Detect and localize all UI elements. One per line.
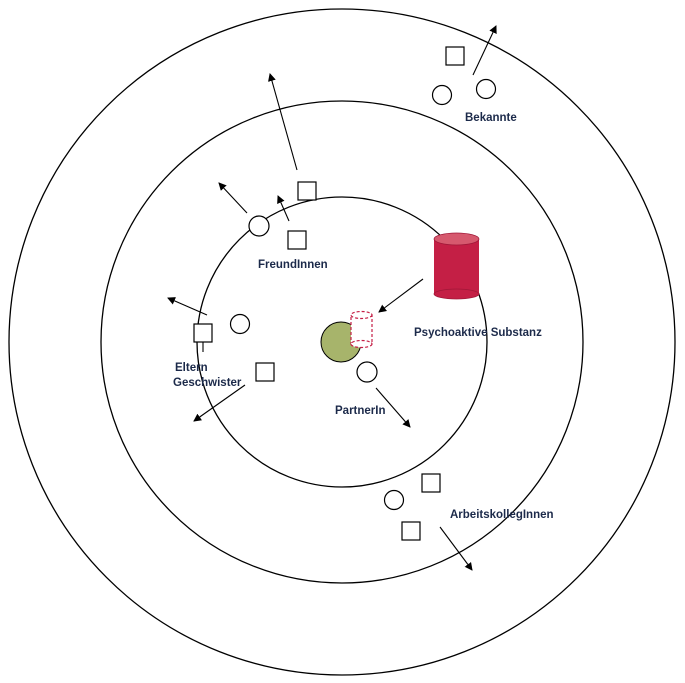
- sibling-arrow: [193, 384, 246, 422]
- label-psychoaktive-substanz: Psychoaktive Substanz: [414, 327, 542, 339]
- friend-arrow-long: [268, 73, 298, 171]
- acquaintance-female-circle-1: [431, 84, 453, 106]
- substance-arrow: [378, 278, 424, 313]
- friend-arrow-left: [218, 182, 248, 214]
- partner-substance-cylinder-dashed: [350, 310, 373, 349]
- label-freundinnen: FreundInnen: [258, 259, 328, 271]
- friend-male-square-top: [297, 181, 317, 201]
- label-geschwister: Geschwister: [173, 377, 242, 389]
- acquaintance-female-circle-2: [475, 78, 497, 100]
- label-arbeitskolleginnen: ArbeitskollegInnen: [450, 509, 554, 521]
- parent-arrow: [167, 297, 208, 316]
- label-partnerin: PartnerIn: [335, 405, 386, 417]
- sibling-male-square: [255, 362, 275, 382]
- coworker-female-circle: [383, 489, 405, 511]
- partner-female-circle: [356, 361, 378, 383]
- coworker-arrow: [439, 526, 473, 571]
- parent-female-circle: [229, 313, 251, 335]
- label-eltern: Eltern: [175, 362, 208, 374]
- acquaintance-arrow: [472, 25, 497, 76]
- substance-cylinder-icon: [433, 232, 480, 300]
- friend-male-square: [287, 230, 307, 250]
- outer-ring: [8, 8, 676, 676]
- parent-male-square: [193, 323, 213, 343]
- coworker-male-square-2: [401, 521, 421, 541]
- middle-ring: [100, 100, 584, 584]
- coworker-male-square-1: [421, 473, 441, 493]
- friend-female-circle: [248, 215, 270, 237]
- friend-arrow-short: [277, 195, 290, 222]
- partner-arrow: [375, 387, 411, 428]
- label-bekannte: Bekannte: [465, 112, 517, 124]
- acquaintance-male-square: [445, 46, 465, 66]
